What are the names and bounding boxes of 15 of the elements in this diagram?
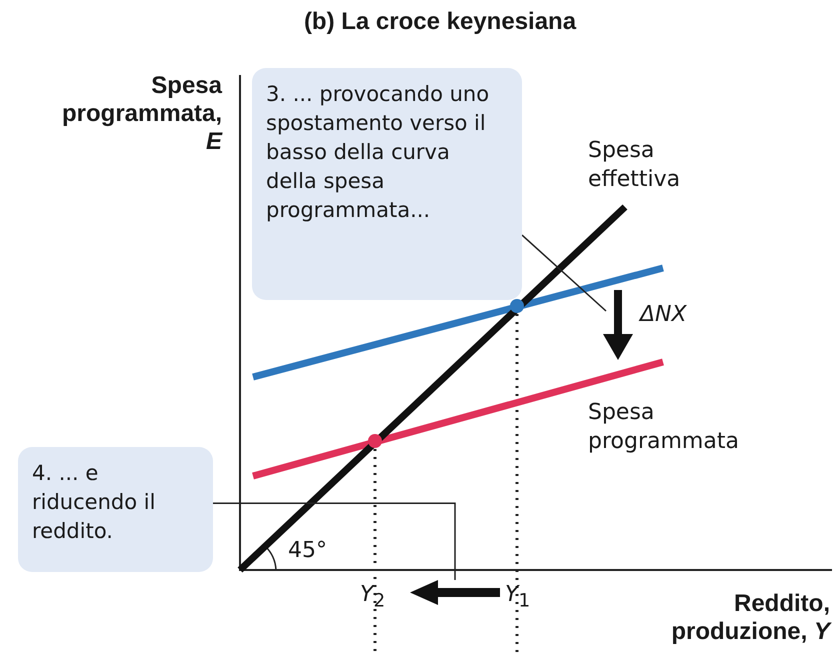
shift-label: ΔNX xyxy=(640,301,688,329)
curve-label: Spesa programmata xyxy=(588,399,740,456)
shift-arrow xyxy=(603,290,633,360)
shift-arrow xyxy=(410,580,500,605)
leader-line xyxy=(522,234,606,312)
axis-tick-label: Y$_{2}$ xyxy=(360,581,386,614)
leader-line xyxy=(213,502,456,580)
angle-label: 45° xyxy=(288,537,328,565)
axis-tick-label: Y$_{1}$ xyxy=(505,581,532,614)
callout-box: 3. ... provocando uno spostamento verso il basso della curva della spesa programmata... xyxy=(252,68,522,300)
axis-title: Spesa programmata, E xyxy=(62,72,222,156)
curve-label: Spesa effettiva xyxy=(588,137,682,194)
callout-box: 4. ... e riducendo il reddito. xyxy=(18,447,213,572)
chart-title: (b) La croce keynesiana xyxy=(302,8,578,36)
axis-title: Reddito, produzione, Y xyxy=(670,590,830,646)
